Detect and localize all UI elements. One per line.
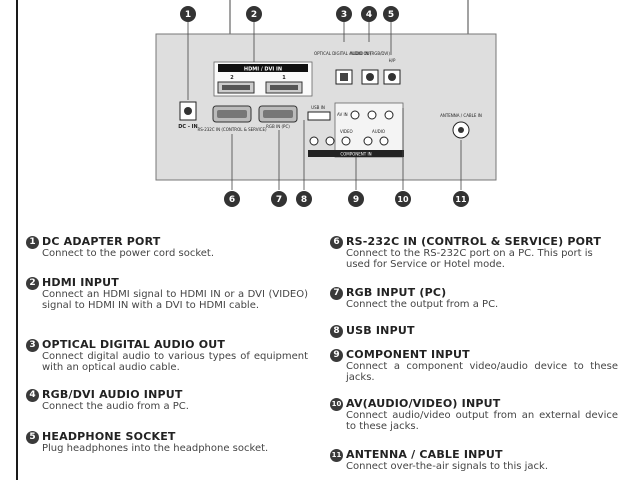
item-number-badge: 1	[26, 236, 39, 249]
svg-text:OPTICAL DIGITAL AUDIO OUT: OPTICAL DIGITAL AUDIO OUT	[314, 51, 373, 56]
callout-4	[361, 6, 377, 22]
item-number-badge: 7	[330, 287, 343, 300]
item-number-badge: 2	[26, 277, 39, 290]
item-description: Connect to the RS-232C port on a PC. Thi…	[346, 248, 593, 270]
svg-text:8: 8	[301, 195, 307, 205]
item-description: Connect digital audio to various types o…	[42, 351, 308, 373]
item-number-badge: 3	[26, 339, 39, 352]
usb-port	[307, 111, 331, 121]
item-number-badge: 8	[330, 325, 343, 338]
audio-in-jack	[366, 73, 374, 81]
svg-text:2: 2	[251, 10, 257, 20]
item-description: Connect over-the-air signals to this jac…	[346, 461, 548, 472]
item-title: AV(AUDIO/VIDEO) INPUT	[346, 397, 501, 410]
svg-text:9: 9	[353, 195, 359, 205]
item-title: HEADPHONE SOCKET	[42, 430, 176, 443]
headphone-jack	[388, 73, 396, 81]
item-description: Connect the output from a PC.	[346, 299, 499, 310]
callout-1	[180, 6, 196, 22]
svg-text:7: 7	[276, 195, 282, 205]
callout-5	[383, 6, 399, 22]
item-title: RGB INPUT (PC)	[346, 286, 447, 299]
item-description: Connect audio/video output from an exter…	[346, 410, 618, 432]
item-description: Connect the audio from a PC.	[42, 401, 189, 412]
item-title: COMPONENT INPUT	[346, 348, 470, 361]
item-title: USB INPUT	[346, 324, 415, 337]
svg-text:2: 2	[230, 75, 234, 81]
item-description: Connect a component video/audio device t…	[346, 361, 618, 383]
svg-text:RS-232C IN (CONTROL & SERVICE): RS-232C IN (CONTROL & SERVICE)	[197, 127, 267, 132]
svg-text:ANTENNA / CABLE IN: ANTENNA / CABLE IN	[440, 113, 482, 118]
item-number-badge: 5	[26, 431, 39, 444]
item-number-badge: 9	[330, 349, 343, 362]
item-number-badge: 11	[330, 449, 343, 462]
svg-text:H/P: H/P	[389, 58, 396, 63]
svg-text:1: 1	[282, 75, 286, 81]
callout-3	[336, 6, 352, 22]
page-margin-rule	[16, 0, 18, 480]
svg-text:USB IN: USB IN	[311, 105, 325, 110]
item-title: OPTICAL DIGITAL AUDIO OUT	[42, 338, 226, 351]
item-number-badge: 6	[330, 236, 343, 249]
callout-6	[224, 191, 240, 207]
svg-text:4: 4	[366, 10, 372, 20]
rear-panel-svg: HDMI / DVI IN 2 1 OPTICAL DIGITAL AUDIO …	[155, 0, 497, 207]
antenna-jack	[458, 127, 464, 133]
svg-text:3: 3	[341, 10, 347, 20]
item-title: HDMI INPUT	[42, 276, 120, 289]
item-title: DC ADAPTER PORT	[42, 235, 161, 248]
svg-text:5: 5	[388, 10, 394, 20]
svg-text:VIDEO: VIDEO	[340, 129, 353, 134]
svg-text:RGB IN (PC): RGB IN (PC)	[266, 124, 290, 129]
callout-9	[348, 191, 364, 207]
item-number-badge: 10	[330, 398, 343, 411]
item-description: Plug headphones into the headphone socke…	[42, 443, 269, 454]
svg-text:DC - IN: DC - IN	[178, 124, 197, 130]
svg-text:10: 10	[397, 195, 409, 204]
item-description: Connect to the power cord socket.	[42, 248, 215, 259]
callout-7	[271, 191, 287, 207]
item-title: RS-232C IN (CONTROL & SERVICE) PORT	[346, 235, 602, 248]
svg-text:1: 1	[185, 10, 191, 20]
callout-10	[395, 191, 411, 207]
svg-text:11: 11	[455, 195, 467, 204]
svg-text:AUDIO IN (RGB/DVI): AUDIO IN (RGB/DVI)	[350, 51, 390, 56]
svg-text:AV IN: AV IN	[337, 112, 348, 117]
item-title: ANTENNA / CABLE INPUT	[346, 448, 503, 461]
item-number-badge: 4	[26, 389, 39, 402]
svg-text:COMPONENT IN: COMPONENT IN	[340, 152, 371, 157]
callout-2	[246, 6, 262, 22]
svg-text:AUDIO: AUDIO	[372, 129, 385, 134]
dc-jack	[184, 107, 192, 115]
callout-8	[296, 191, 312, 207]
optical-port	[340, 73, 348, 81]
item-title: RGB/DVI AUDIO INPUT	[42, 388, 183, 401]
item-description: Connect an HDMI signal to HDMI IN or a D…	[42, 289, 308, 311]
hdmi-header-label: HDMI / DVI IN	[244, 67, 282, 73]
svg-text:6: 6	[229, 195, 235, 205]
callout-11	[453, 191, 469, 207]
